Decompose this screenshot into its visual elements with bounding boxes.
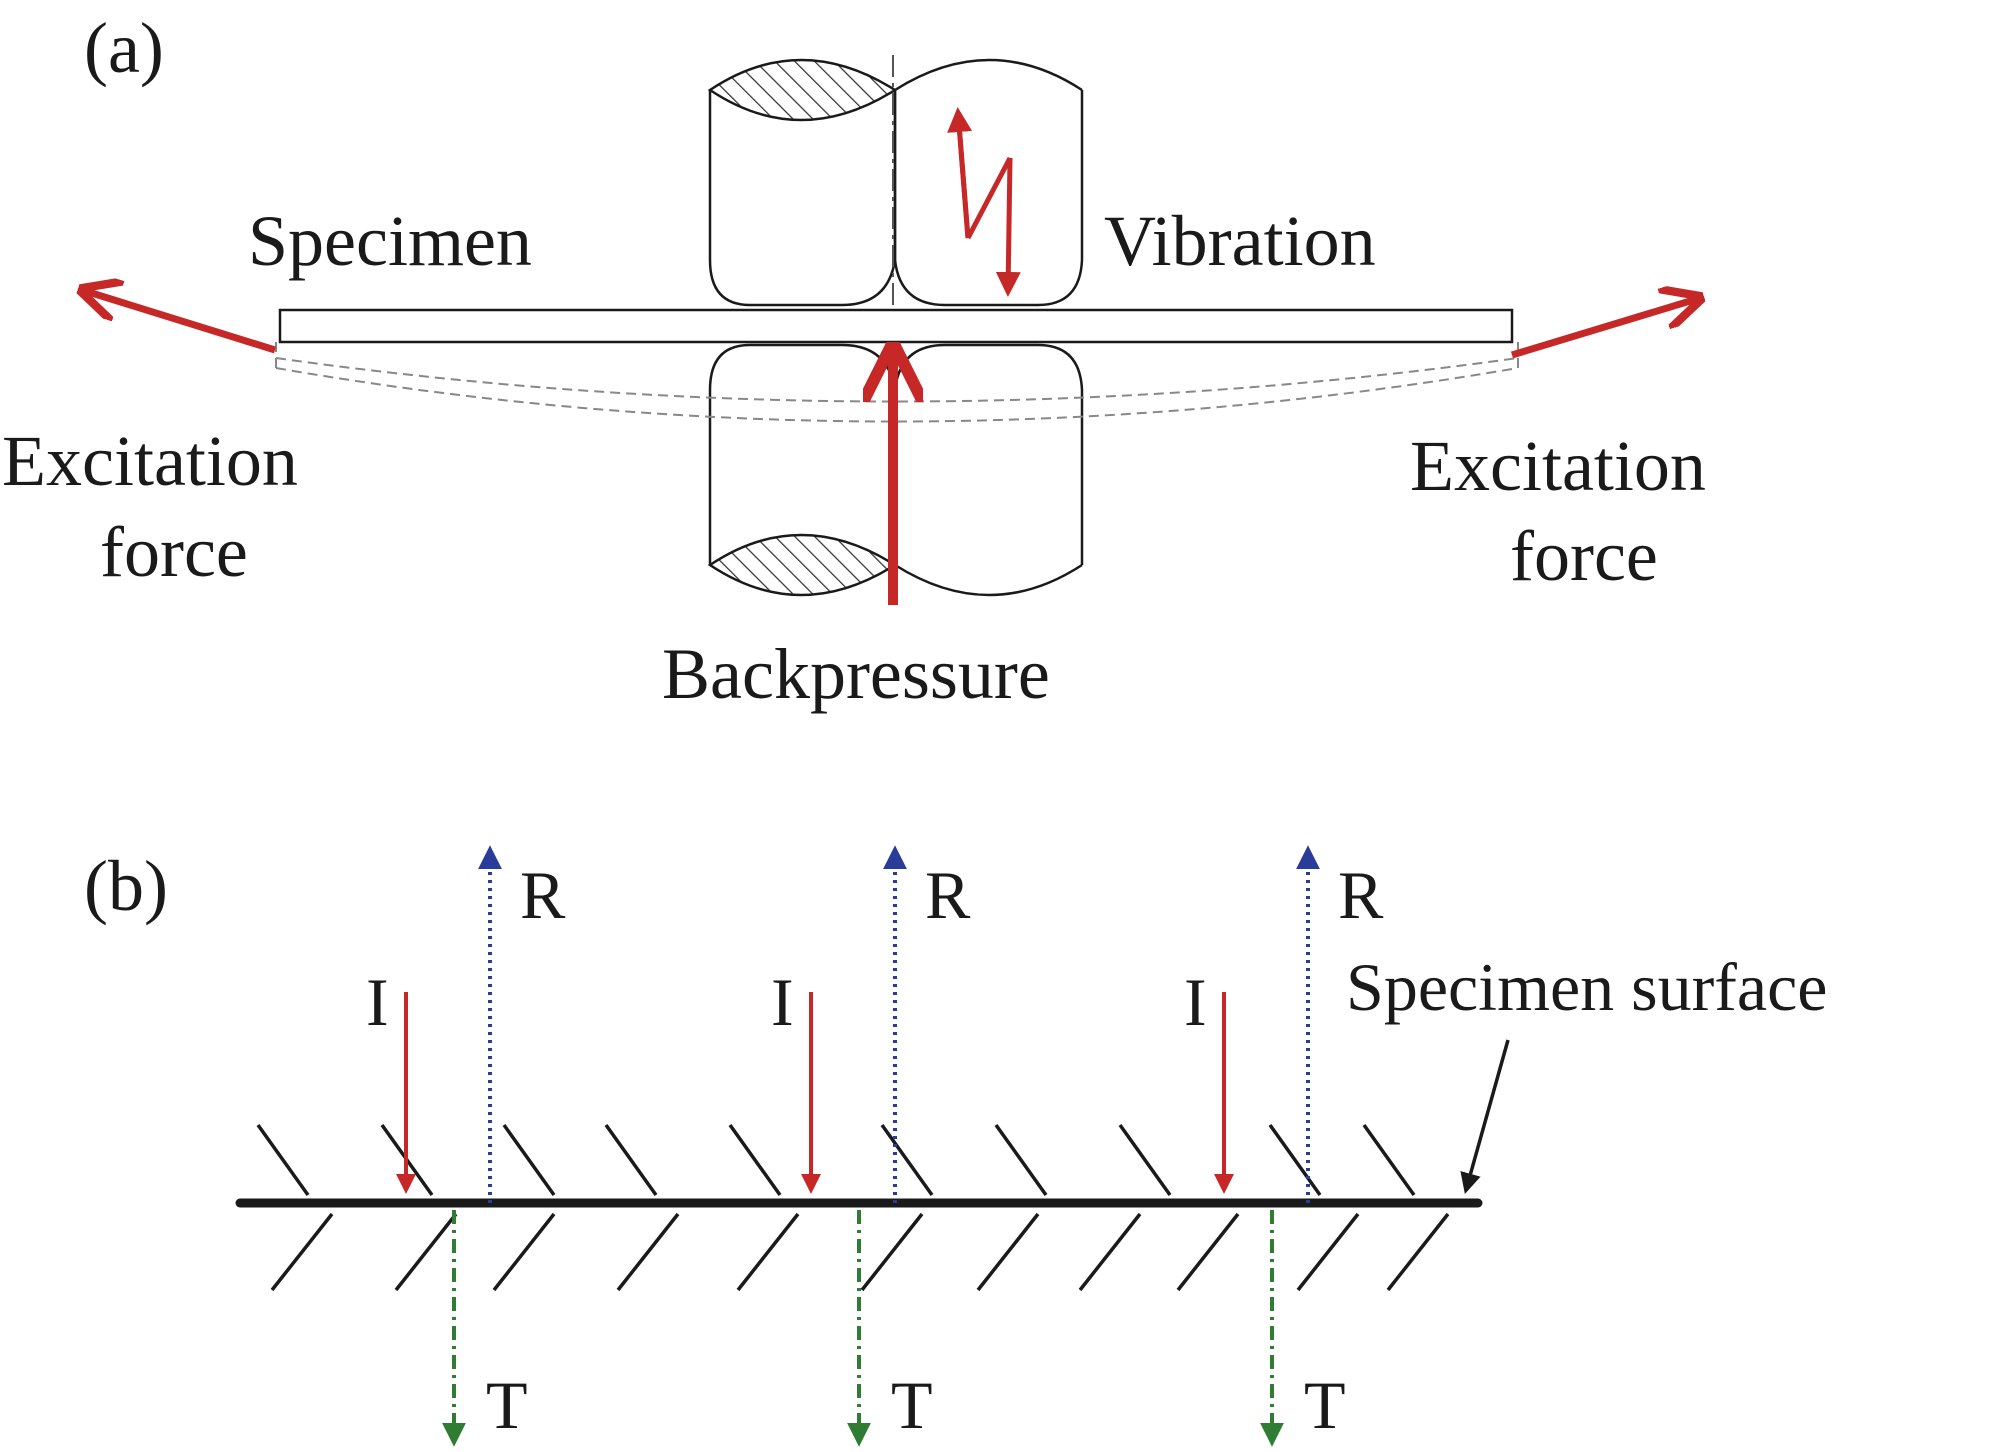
transmitted-label: T	[1304, 1367, 1346, 1443]
hatch-tick-lower	[492, 1212, 556, 1292]
hatch-tick-upper	[1362, 1123, 1416, 1197]
deflected-specimen	[275, 342, 1519, 423]
incident-label: I	[366, 964, 389, 1040]
hatch-tick-lower	[1176, 1212, 1240, 1292]
hatch-tick-lower	[736, 1212, 800, 1292]
hatch-tick-lower	[1296, 1212, 1360, 1292]
wave-groups: I R T I R T I R T	[366, 845, 1384, 1447]
hatch-tick-lower	[1386, 1212, 1450, 1292]
reflected-label: R	[925, 857, 971, 933]
transmitted-label: T	[486, 1367, 528, 1443]
hatch-tick-lower	[270, 1212, 334, 1292]
label-excitation-left-2: force	[100, 512, 248, 592]
vibration-arrow	[947, 107, 1021, 297]
wave-group: I R T	[366, 845, 566, 1447]
label-vibration: Vibration	[1104, 201, 1376, 281]
label-excitation-right-2: force	[1510, 516, 1658, 596]
hatch-tick-lower	[394, 1212, 458, 1292]
upper-roller	[707, 58, 1084, 307]
hatch-tick-upper	[256, 1123, 310, 1197]
hatch-tick-upper	[1268, 1123, 1322, 1197]
panel-a-label: (a)	[84, 8, 164, 88]
excitation-arrow-right	[1510, 298, 1700, 359]
hatch-tick-lower	[860, 1212, 924, 1292]
surface-pointer-arrow	[1460, 1039, 1510, 1195]
reflected-label: R	[520, 857, 566, 933]
wave-group: I R T	[771, 845, 971, 1447]
hatch-tick-upper	[502, 1123, 556, 1197]
label-specimen: Specimen	[248, 201, 532, 281]
surface-hatch	[256, 1123, 1450, 1292]
panel-b-label: (b)	[84, 846, 168, 926]
hatch-tick-upper	[728, 1123, 782, 1197]
incident-label: I	[771, 964, 794, 1040]
label-excitation-left-1: Excitation	[2, 421, 298, 501]
label-specimen-surface: Specimen surface	[1346, 949, 1827, 1025]
hatch-tick-upper	[1118, 1123, 1172, 1197]
wave-group: I R T	[1184, 845, 1384, 1447]
label-backpressure: Backpressure	[662, 634, 1050, 714]
excitation-arrow-left	[82, 290, 277, 354]
hatch-tick-lower	[1078, 1212, 1142, 1292]
hatch-tick-lower	[976, 1212, 1040, 1292]
incident-label: I	[1184, 964, 1207, 1040]
reflected-label: R	[1338, 857, 1384, 933]
transmitted-label: T	[891, 1367, 933, 1443]
label-excitation-right-1: Excitation	[1410, 426, 1706, 506]
hatch-tick-upper	[994, 1123, 1048, 1197]
hatch-tick-upper	[604, 1123, 658, 1197]
hatch-tick-lower	[616, 1212, 680, 1292]
hatch-tick-upper	[880, 1123, 934, 1197]
specimen-plate	[278, 308, 1514, 344]
